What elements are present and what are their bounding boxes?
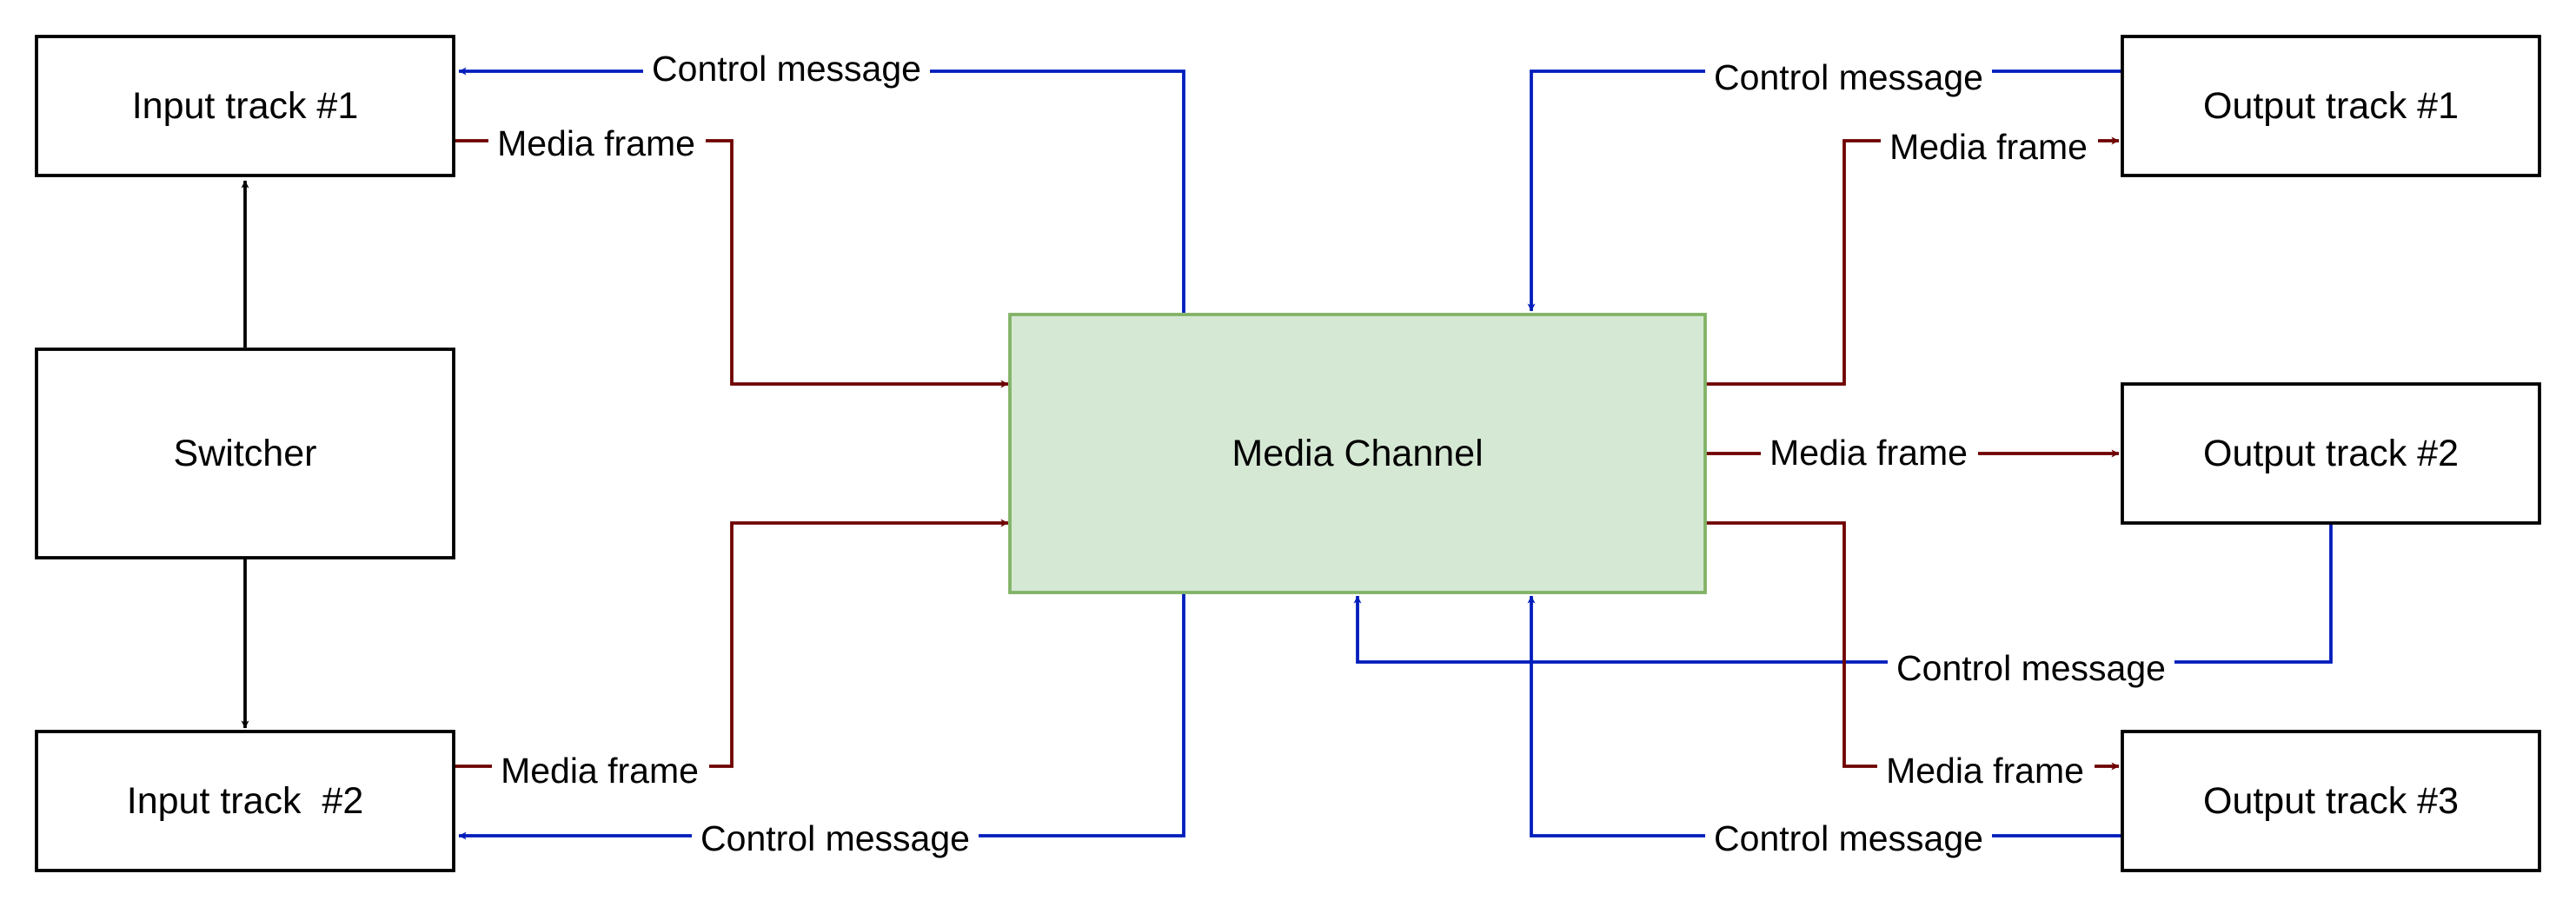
edge-label-text: Media frame — [497, 123, 695, 163]
control-from-output-1-edge — [1527, 70, 2122, 312]
edge-label-text: Control message — [1714, 57, 1983, 97]
edge-label-control-input-2: Control message — [692, 817, 979, 860]
output-track-1-node[interactable]: Output track #1 — [2121, 35, 2541, 177]
control-to-input-2-edge — [458, 593, 1185, 840]
edge-label-text: Control message — [700, 818, 970, 858]
edge-label-control-input-1: Control message — [643, 47, 930, 90]
output-track-3-label: Output track #3 — [2203, 780, 2459, 822]
edge-label-text: Control message — [652, 49, 921, 89]
control-from-output-3-edge — [1527, 595, 2122, 837]
switcher-node[interactable]: Switcher — [35, 348, 455, 559]
output-track-2-label: Output track #2 — [2203, 433, 2459, 474]
media-from-input-1-edge — [454, 139, 1009, 388]
edge-label-control-output-2: Control message — [1888, 646, 2174, 690]
edge-label-text: Media frame — [1889, 127, 2088, 167]
edge-label-text: Media frame — [501, 751, 699, 791]
edge-label-text: Media frame — [1769, 433, 1968, 473]
edge-label-media-input-2: Media frame — [492, 749, 709, 792]
output-track-2-node[interactable]: Output track #2 — [2121, 382, 2541, 525]
edge-label-media-output-2: Media frame — [1761, 431, 1978, 474]
output-track-3-node[interactable]: Output track #3 — [2121, 730, 2541, 872]
input-track-2-node[interactable]: Input track #2 — [35, 730, 455, 872]
edge-label-media-output-1: Media frame — [1881, 125, 2098, 169]
input-track-1-node[interactable]: Input track #1 — [35, 35, 455, 177]
media-channel-label: Media Channel — [1232, 433, 1483, 474]
edge-label-control-output-1: Control message — [1705, 56, 1992, 99]
switcher-label: Switcher — [174, 433, 317, 474]
media-channel-node[interactable]: Media Channel — [1008, 313, 1707, 594]
input-track-1-label: Input track #1 — [132, 85, 359, 127]
media-to-output-3-edge — [1705, 521, 2120, 771]
control-to-input-1-edge — [458, 67, 1185, 313]
edge-label-media-input-1: Media frame — [488, 122, 706, 165]
edge-label-text: Media frame — [1886, 751, 2084, 791]
output-track-1-label: Output track #1 — [2203, 85, 2459, 127]
edge-label-media-output-3: Media frame — [1877, 749, 2095, 792]
edge-label-text: Control message — [1896, 648, 2166, 688]
input-track-2-label: Input track #2 — [127, 780, 364, 822]
edge-label-text: Control message — [1714, 818, 1983, 858]
edge-label-control-output-3: Control message — [1705, 817, 1992, 860]
media-to-output-1-edge — [1705, 136, 2120, 386]
media-from-input-2-edge — [454, 519, 1009, 768]
